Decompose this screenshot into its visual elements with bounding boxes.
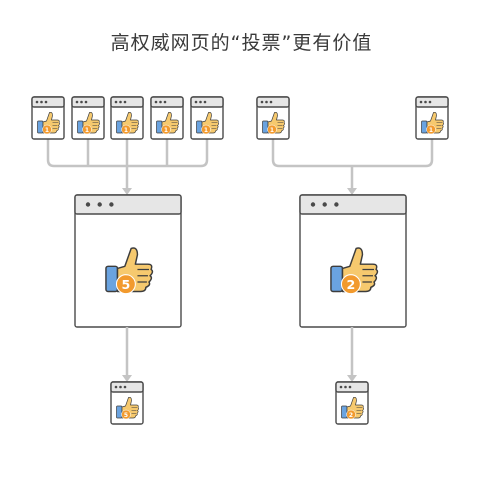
thumbs-up-icon: 2 bbox=[341, 396, 364, 420]
vote-count: 1 bbox=[429, 127, 433, 134]
window-dot bbox=[85, 202, 91, 207]
window-dot bbox=[114, 100, 118, 104]
flow-arrowhead bbox=[347, 188, 357, 195]
vote-count-badge bbox=[42, 124, 52, 135]
window-dot bbox=[322, 202, 327, 207]
window-dot bbox=[310, 202, 316, 207]
window-dot bbox=[159, 100, 162, 104]
flow-arrowhead bbox=[122, 188, 132, 195]
vote-count: 1 bbox=[45, 127, 49, 134]
source-page-window: 1 bbox=[256, 96, 290, 140]
aggregate-page-window: 5 bbox=[74, 194, 182, 328]
vote-count: 1 bbox=[164, 127, 168, 134]
window-dot bbox=[419, 100, 423, 104]
window-dot bbox=[123, 385, 127, 389]
window-dot bbox=[260, 100, 264, 104]
window-dot bbox=[154, 100, 158, 104]
window-dot bbox=[84, 100, 88, 104]
thumbs-up-icon: 5 bbox=[105, 247, 154, 295]
window-dot bbox=[123, 100, 127, 104]
window-dot bbox=[348, 385, 352, 389]
vote-count: 1 bbox=[124, 127, 128, 134]
vote-count: 1 bbox=[204, 127, 208, 134]
window-dot bbox=[428, 100, 432, 104]
window-dot bbox=[40, 100, 43, 104]
window-dot bbox=[80, 100, 83, 104]
vote-count-badge bbox=[161, 124, 171, 135]
vote-count-badge bbox=[267, 124, 277, 135]
window-dot bbox=[44, 100, 48, 104]
source-page-window: 1 bbox=[31, 96, 65, 140]
flow-arrowhead bbox=[122, 375, 132, 382]
vote-count-badge bbox=[346, 409, 356, 420]
vote-count: 2 bbox=[347, 277, 356, 292]
aggregate-page-window: 2 bbox=[299, 194, 407, 328]
thumbs-up-icon: 2 bbox=[330, 247, 379, 295]
vote-count-badge bbox=[201, 124, 211, 135]
thumbs-up-icon: 5 bbox=[116, 396, 139, 420]
window-dot bbox=[119, 385, 122, 389]
thumbs-up-icon: 1 bbox=[262, 111, 285, 135]
thumbs-up-icon: 1 bbox=[37, 111, 60, 135]
window-dot bbox=[269, 100, 273, 104]
window-dot bbox=[163, 100, 167, 104]
thumbs-up-icon: 1 bbox=[156, 111, 179, 135]
thumbs-up-icon: 1 bbox=[77, 111, 100, 135]
window-dot bbox=[114, 385, 118, 389]
window-dot bbox=[339, 385, 343, 389]
window-dot bbox=[194, 100, 198, 104]
thumbs-up-icon: 1 bbox=[116, 111, 139, 135]
vote-count-badge bbox=[121, 409, 131, 420]
vote-count: 5 bbox=[124, 412, 128, 419]
vote-count: 2 bbox=[349, 412, 353, 419]
connector-bracket bbox=[271, 139, 434, 168]
window-dot bbox=[35, 100, 39, 104]
window-dot bbox=[334, 202, 339, 207]
source-page-window: 1 bbox=[110, 96, 144, 140]
target-page-window: 5 bbox=[110, 381, 144, 425]
diagram-title: 高权威网页的“投票”更有价值 bbox=[110, 32, 373, 54]
source-page-window: 1 bbox=[190, 96, 224, 140]
target-page-window: 2 bbox=[335, 381, 369, 425]
window-dot bbox=[109, 202, 114, 207]
window-dot bbox=[119, 100, 122, 104]
window-dot bbox=[344, 385, 347, 389]
window-dot bbox=[199, 100, 202, 104]
thumbs-up-icon: 1 bbox=[196, 111, 219, 135]
source-page-window: 1 bbox=[150, 96, 184, 140]
source-page-window: 1 bbox=[415, 96, 449, 140]
vote-count: 5 bbox=[122, 277, 131, 292]
window-dot bbox=[424, 100, 427, 104]
source-page-window: 1 bbox=[71, 96, 105, 140]
vote-count: 1 bbox=[85, 127, 89, 134]
window-dot bbox=[97, 202, 102, 207]
vote-count: 1 bbox=[270, 127, 274, 134]
vote-count-badge bbox=[115, 274, 136, 295]
vote-count-badge bbox=[426, 124, 436, 135]
vote-count-badge bbox=[340, 274, 361, 295]
window-dot bbox=[203, 100, 207, 104]
thumbs-up-icon: 1 bbox=[421, 111, 444, 135]
window-dot bbox=[75, 100, 79, 104]
flow-arrowhead bbox=[347, 375, 357, 382]
window-dot bbox=[265, 100, 268, 104]
vote-count-badge bbox=[121, 124, 131, 135]
vote-count-badge bbox=[82, 124, 92, 135]
